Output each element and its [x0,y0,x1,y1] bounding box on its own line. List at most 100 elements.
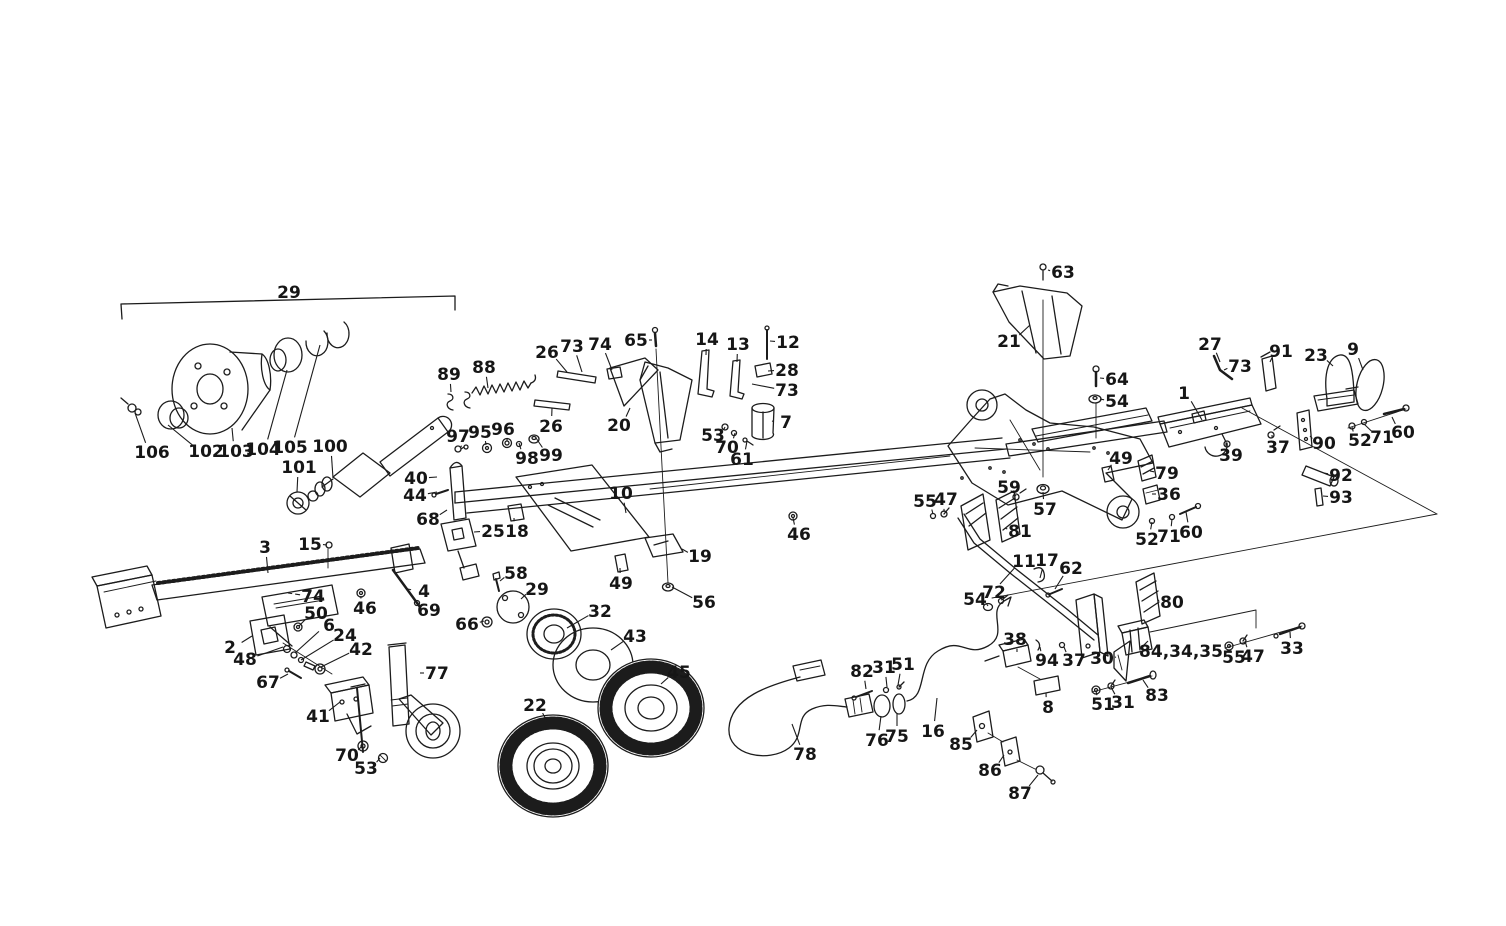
leader-line-84-34-35 [1140,640,1149,649]
part-label-67: 67 [256,673,280,693]
part-label-11: 11 [1012,552,1036,572]
part-label-105: 105 [272,438,308,458]
leader-line-86 [998,754,1005,763]
part-label-37: 37 [1266,438,1290,458]
part-label-69: 69 [417,601,441,621]
part-label-46: 46 [787,525,811,545]
leader-line-19 [681,548,689,553]
part-label-104: 104 [245,440,281,460]
leader-line-103 [231,427,234,442]
part-label-29: 29 [525,580,549,600]
part-label-6: 6 [323,616,335,636]
center-cross-frame [947,389,1154,529]
part-label-36: 36 [1157,485,1181,505]
part-label-103: 103 [218,442,254,462]
part-label-85: 85 [949,735,973,755]
actuator-fasteners [454,434,540,454]
leader-line-74 [287,592,301,596]
part-label-32: 32 [588,602,612,622]
part-label-23: 23 [1304,346,1328,366]
part-label-50: 50 [304,604,328,624]
part-label-61: 61 [730,450,754,470]
part-label-21: 21 [997,332,1021,352]
part-label-31: 31 [1111,693,1135,713]
leader-line-50 [298,618,307,627]
actuator-100 [307,415,453,502]
part-label-22: 22 [523,696,547,716]
part-label-55: 55 [913,492,937,512]
leader-line-21 [1018,324,1031,336]
leader-line-58 [499,577,505,582]
part-label-63: 63 [1051,263,1075,283]
leader-line-56 [671,586,693,599]
wheel-hub-assembly [171,343,272,435]
part-label-68: 68 [416,510,440,530]
rear-lamp-parts [972,609,1306,785]
part-label-89: 89 [437,365,461,385]
part-label-51: 51 [1091,695,1115,715]
part-label-70: 70 [715,438,739,458]
part-label-91: 91 [1269,342,1293,362]
leader-line-71 [1170,518,1173,527]
leader-line-37 [1063,646,1067,653]
leader-line-60 [1185,511,1189,523]
leader-line-85 [970,729,978,738]
part-label-18: 18 [505,522,529,542]
part-label-74: 74 [301,587,325,607]
leader-line-78 [791,723,801,746]
leader-line-16 [934,697,938,722]
part-label-72: 72 [982,583,1006,603]
leader-line-106 [134,412,147,444]
leader-line-99 [535,437,543,448]
leader-line-9 [1358,357,1364,371]
leader-line-59 [1014,494,1017,497]
leader-line-31 [885,676,888,688]
part-label-13: 13 [726,335,750,355]
part-label-71: 71 [1157,527,1181,547]
part-label-101: 101 [281,458,317,478]
folding-tongue-plate [515,464,650,552]
part-label-58: 58 [504,564,528,584]
part-label-52: 52 [1135,530,1159,550]
part-label-93: 93 [1329,488,1353,508]
leader-line-48 [257,646,284,657]
leader-line-40 [428,476,438,479]
part-label-40: 40 [404,469,428,489]
main-frame-beam-10 [454,437,1011,514]
part-label-7: 7 [780,413,792,433]
part-label-84-34-35: 84,34,35 [1139,642,1223,662]
leader-line-92 [1323,472,1329,475]
leader-line-47 [1244,640,1248,648]
part-label-73: 73 [775,381,799,401]
part-label-100: 100 [312,437,348,457]
leader-line-54 [1099,398,1105,401]
rear-crossbar-11 [957,513,1109,659]
leader-line-82 [864,680,867,690]
leader-line-41 [328,701,341,712]
part-label-14: 14 [695,330,719,350]
leader-line-42 [320,652,350,668]
leader-line-95 [484,441,487,446]
part-label-96: 96 [491,420,515,440]
part-label-71: 71 [1370,428,1394,448]
part-label-70: 70 [335,746,359,766]
leader-line-76 [878,715,882,731]
part-label-41: 41 [306,707,330,727]
part-label-48: 48 [233,650,257,670]
leader-line-104 [267,369,288,440]
leader-line-32 [566,615,589,629]
part-label-20: 20 [607,416,631,436]
part-label-74: 74 [588,335,612,355]
part-label-43: 43 [623,627,647,647]
leader-line-79 [1149,470,1155,473]
part-label-75: 75 [885,727,909,747]
part-label-60: 60 [1391,423,1415,443]
leader-line-90 [1309,435,1313,439]
part-label-65: 65 [624,331,648,351]
leader-line-68 [439,509,448,516]
leader-line-73 [576,355,583,373]
part-label-8: 8 [1042,698,1054,718]
part-label-46: 46 [353,599,377,619]
leader-line-98 [518,442,522,450]
